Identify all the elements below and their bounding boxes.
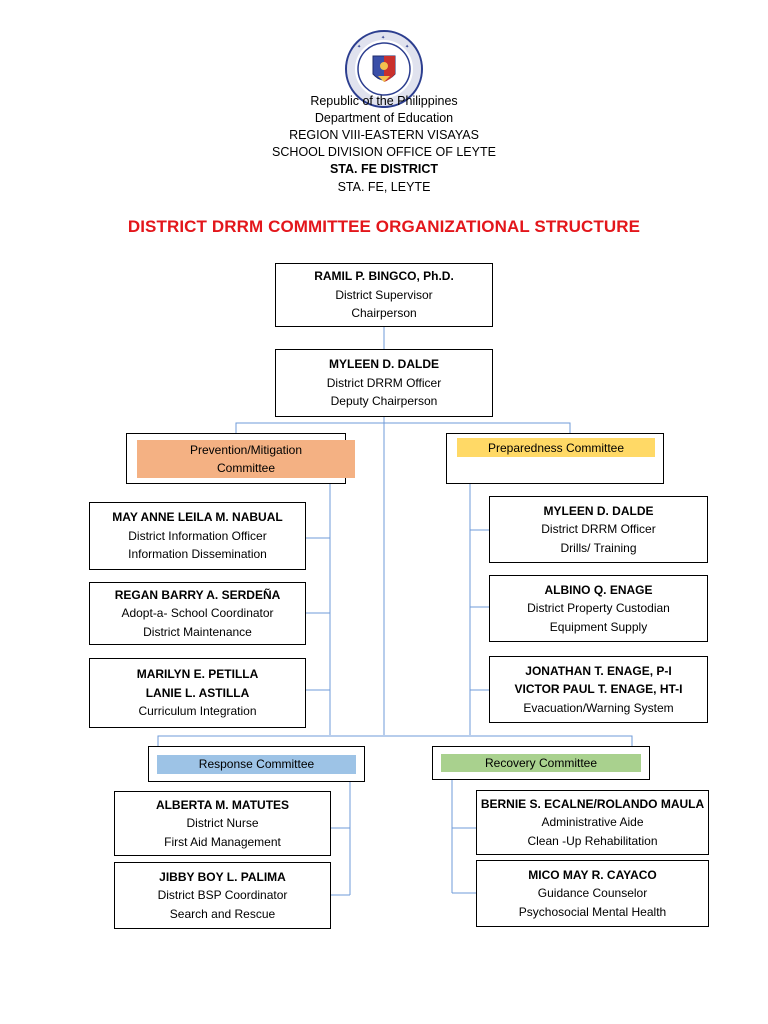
member-role: Administrative Aide: [541, 815, 644, 830]
member-name: ALBERTA M. MATUTES: [155, 797, 290, 812]
member-role: Guidance Counselor: [537, 886, 648, 901]
recovery-member-2: MICO MAY R. CAYACO Guidance Counselor Ps…: [476, 860, 709, 927]
chairperson-role: District Supervisor: [335, 287, 433, 302]
response-committee-label: Response Committee: [157, 754, 356, 774]
preparedness-member-3: JONATHAN T. ENAGE, P-I VICTOR PAUL T. EN…: [489, 656, 708, 723]
deputy-position: Deputy Chairperson: [330, 394, 438, 409]
prevention-label-line2: Committee: [216, 460, 275, 475]
preparedness-member-2: ALBINO Q. ENAGE District Property Custod…: [489, 575, 708, 642]
member-task: First Aid Management: [164, 834, 281, 849]
svg-text:✦: ✦: [357, 44, 361, 50]
member-role: District Information Officer: [128, 528, 267, 543]
member-task: Clean -Up Rehabilitation: [527, 833, 658, 848]
chairperson-box: RAMIL P. BINGCO, Ph.D. District Supervis…: [275, 263, 493, 327]
member-name: ALBINO Q. ENAGE: [544, 582, 653, 597]
header-region: REGION VIII-EASTERN VISAYAS: [289, 128, 479, 142]
member-name: JONATHAN T. ENAGE, P-I: [525, 663, 672, 678]
member-name-2: VICTOR PAUL T. ENAGE, HT-I: [514, 682, 683, 697]
member-task: District Maintenance: [143, 624, 252, 639]
prevention-committee-box: Prevention/Mitigation Committee: [126, 433, 355, 484]
member-name: MICO MAY R. CAYACO: [528, 867, 657, 882]
member-role: Adopt-a- School Coordinator: [121, 606, 274, 621]
deped-seal-logo: ✦ ✦ ✦: [345, 30, 423, 108]
recovery-committee-box: Recovery Committee: [432, 746, 650, 780]
preparedness-member-1: MYLEEN D. DALDE District DRRM Officer Dr…: [489, 496, 708, 563]
chairperson-position: Chairperson: [351, 306, 417, 321]
prevention-member-2: REGAN BARRY A. SERDEÑA Adopt-a- School C…: [89, 582, 306, 645]
deputy-box: MYLEEN D. DALDE District DRRM Officer De…: [275, 349, 493, 417]
member-role: District Nurse: [186, 816, 259, 831]
header-location: STA. FE, LEYTE: [337, 180, 431, 194]
member-task: Curriculum Integration: [138, 704, 257, 719]
member-task: Drills/ Training: [560, 540, 637, 555]
prevention-member-3: MARILYN E. PETILLA LANIE L. ASTILLA Curr…: [89, 658, 306, 728]
header-republic: Republic of the Philippines: [310, 94, 458, 108]
prevention-label-line1: Prevention/Mitigation: [189, 442, 303, 457]
response-member-1: ALBERTA M. MATUTES District Nurse First …: [114, 791, 331, 856]
chairperson-name: RAMIL P. BINGCO, Ph.D.: [314, 269, 454, 284]
header-district: STA. FE DISTRICT: [329, 162, 439, 176]
recovery-member-1: BERNIE S. ECALNE/ROLANDO MAULA Administr…: [476, 790, 709, 855]
member-name: REGAN BARRY A. SERDEÑA: [114, 587, 281, 602]
member-name: MARILYN E. PETILLA: [136, 667, 259, 682]
preparedness-committee-label: Preparedness Committee: [457, 438, 655, 457]
svg-text:✦: ✦: [405, 44, 409, 50]
member-role: District DRRM Officer: [541, 522, 656, 537]
recovery-committee-label: Recovery Committee: [441, 754, 641, 772]
member-task: Equipment Supply: [549, 619, 648, 634]
header-division: SCHOOL DIVISION OFFICE OF LEYTE: [272, 145, 496, 159]
deputy-role: District DRRM Officer: [326, 375, 442, 390]
member-task: Evacuation/Warning System: [523, 700, 674, 715]
svg-text:✦: ✦: [381, 35, 385, 41]
member-name: JIBBY BOY L. PALIMA: [159, 869, 286, 884]
member-name: MAY ANNE LEILA M. NABUAL: [112, 510, 283, 525]
header-department: Department of Education: [314, 111, 454, 125]
member-task: Information Dissemination: [128, 547, 267, 562]
deputy-name: MYLEEN D. DALDE: [328, 357, 439, 372]
member-role: District BSP Coordinator: [157, 888, 288, 903]
member-role: District Property Custodian: [527, 601, 670, 616]
member-name: BERNIE S. ECALNE/ROLANDO MAULA: [480, 796, 705, 811]
member-name-2: LANIE L. ASTILLA: [145, 685, 250, 700]
prevention-member-1: MAY ANNE LEILA M. NABUAL District Inform…: [89, 502, 306, 570]
member-name: MYLEEN D. DALDE: [543, 503, 654, 518]
member-task: Psychosocial Mental Health: [518, 904, 667, 919]
prevention-committee-label: Prevention/Mitigation Committee: [137, 439, 355, 478]
page-title: DISTRICT DRRM COMMITTEE ORGANIZATIONAL S…: [127, 217, 641, 236]
member-task: Search and Rescue: [169, 906, 276, 921]
response-member-2: JIBBY BOY L. PALIMA District BSP Coordin…: [114, 862, 331, 929]
response-committee-box: Response Committee: [148, 746, 365, 782]
preparedness-committee-box: Preparedness Committee: [446, 433, 664, 484]
